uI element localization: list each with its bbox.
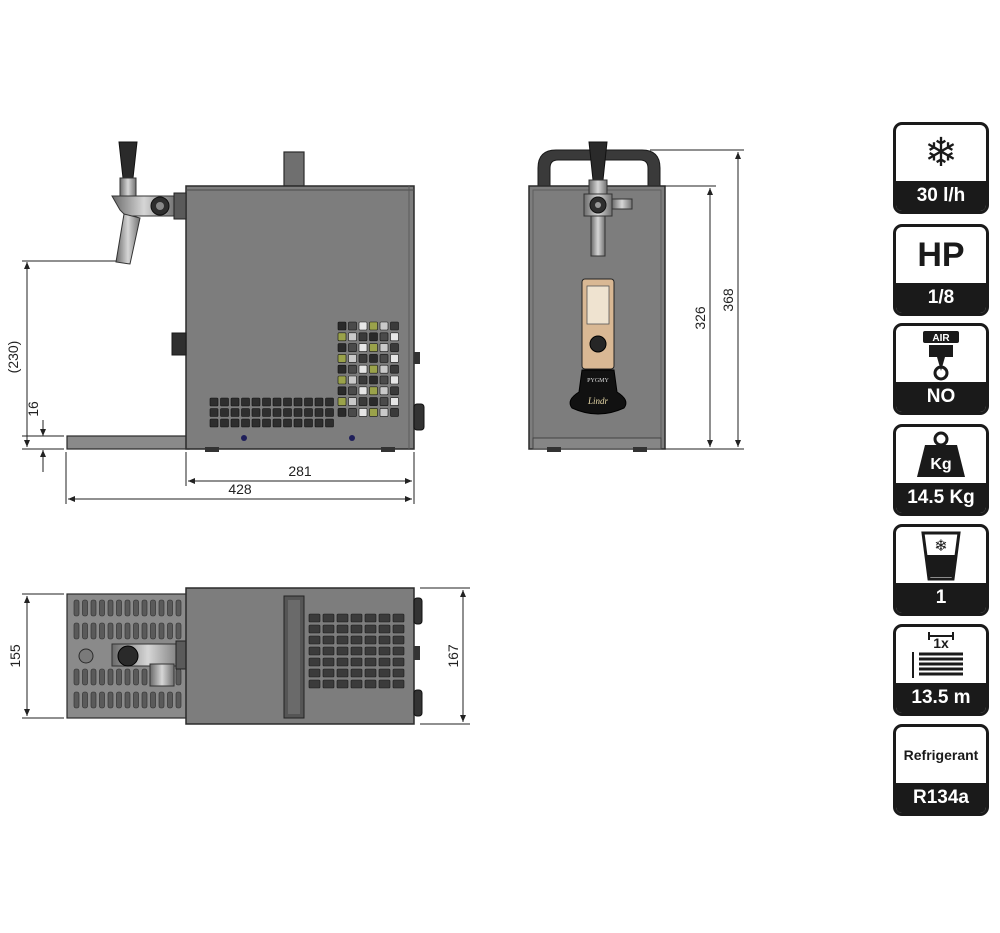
beer-tap-side [111, 141, 187, 265]
total-depth-label: 428 [228, 481, 252, 497]
refrigerant-value: R134a [896, 783, 986, 813]
body-depth-label: 281 [288, 463, 312, 479]
drip-tray-width-label: 155 [7, 644, 23, 668]
drip-tray-slots [73, 599, 182, 709]
body-width-label: 167 [445, 644, 461, 668]
beer-tap-front [583, 141, 633, 257]
front-view-dimensions: 326 368 [650, 149, 744, 450]
refrigerant-label: Refrigerant [903, 747, 979, 763]
side-view [66, 141, 425, 452]
front-view: PYGMY Lindr [528, 141, 666, 452]
compressor-power-badge: HP 1/8 [893, 224, 989, 316]
top-view [66, 587, 423, 725]
refrigerant-badge: Refrigerant R134a [893, 724, 989, 816]
model-label: PYGMY [587, 378, 609, 384]
compressor-power-value: 1/8 [896, 283, 986, 313]
ventilation-grille-top [308, 613, 405, 689]
drip-tray-height-label: 16 [25, 401, 41, 417]
weight-badge: Kg 14.5 Kg [893, 424, 989, 516]
taps-count-badge: ❄ 1 [893, 524, 989, 616]
cooling-capacity-badge: ❄ 30 l/h [893, 122, 989, 214]
weight-icon-text: Kg [930, 456, 951, 473]
air-icon-text: AIR [932, 333, 950, 344]
cooling-coil-value: 13.5 m [896, 683, 986, 713]
tap-height-label: (230) [5, 341, 21, 374]
hp-label: HP [917, 235, 965, 274]
carry-handle-side [283, 151, 305, 187]
side-view-dimensions: (230) 16 281 428 [5, 260, 415, 504]
top-view-dimensions: 155 167 [7, 587, 470, 725]
air-compressor-icon: AIR [923, 331, 959, 381]
coil-icon-text: 1x [933, 635, 949, 651]
air-compressor-badge: AIR NO [893, 323, 989, 415]
weight-value: 14.5 Kg [896, 483, 986, 513]
snowflake-icon: ❄ [924, 131, 958, 175]
cooling-capacity-value: 30 l/h [896, 181, 986, 211]
cooled-glass-icon: ❄ [921, 531, 961, 581]
drip-tray-side [66, 435, 190, 450]
brand-label: Lindr [587, 396, 609, 406]
air-compressor-value: NO [896, 382, 986, 412]
logo-plate [569, 369, 627, 415]
weight-icon: Kg [917, 431, 965, 477]
svg-text:❄: ❄ [934, 538, 947, 555]
body-height-label: 326 [692, 306, 708, 330]
total-height-label: 368 [720, 288, 736, 312]
taps-count-value: 1 [896, 583, 986, 613]
cooling-coil-icon: 1x [912, 632, 963, 678]
ventilation-grille-side [209, 321, 399, 428]
cooling-coil-badge: 1x 13.5 m [893, 624, 989, 716]
